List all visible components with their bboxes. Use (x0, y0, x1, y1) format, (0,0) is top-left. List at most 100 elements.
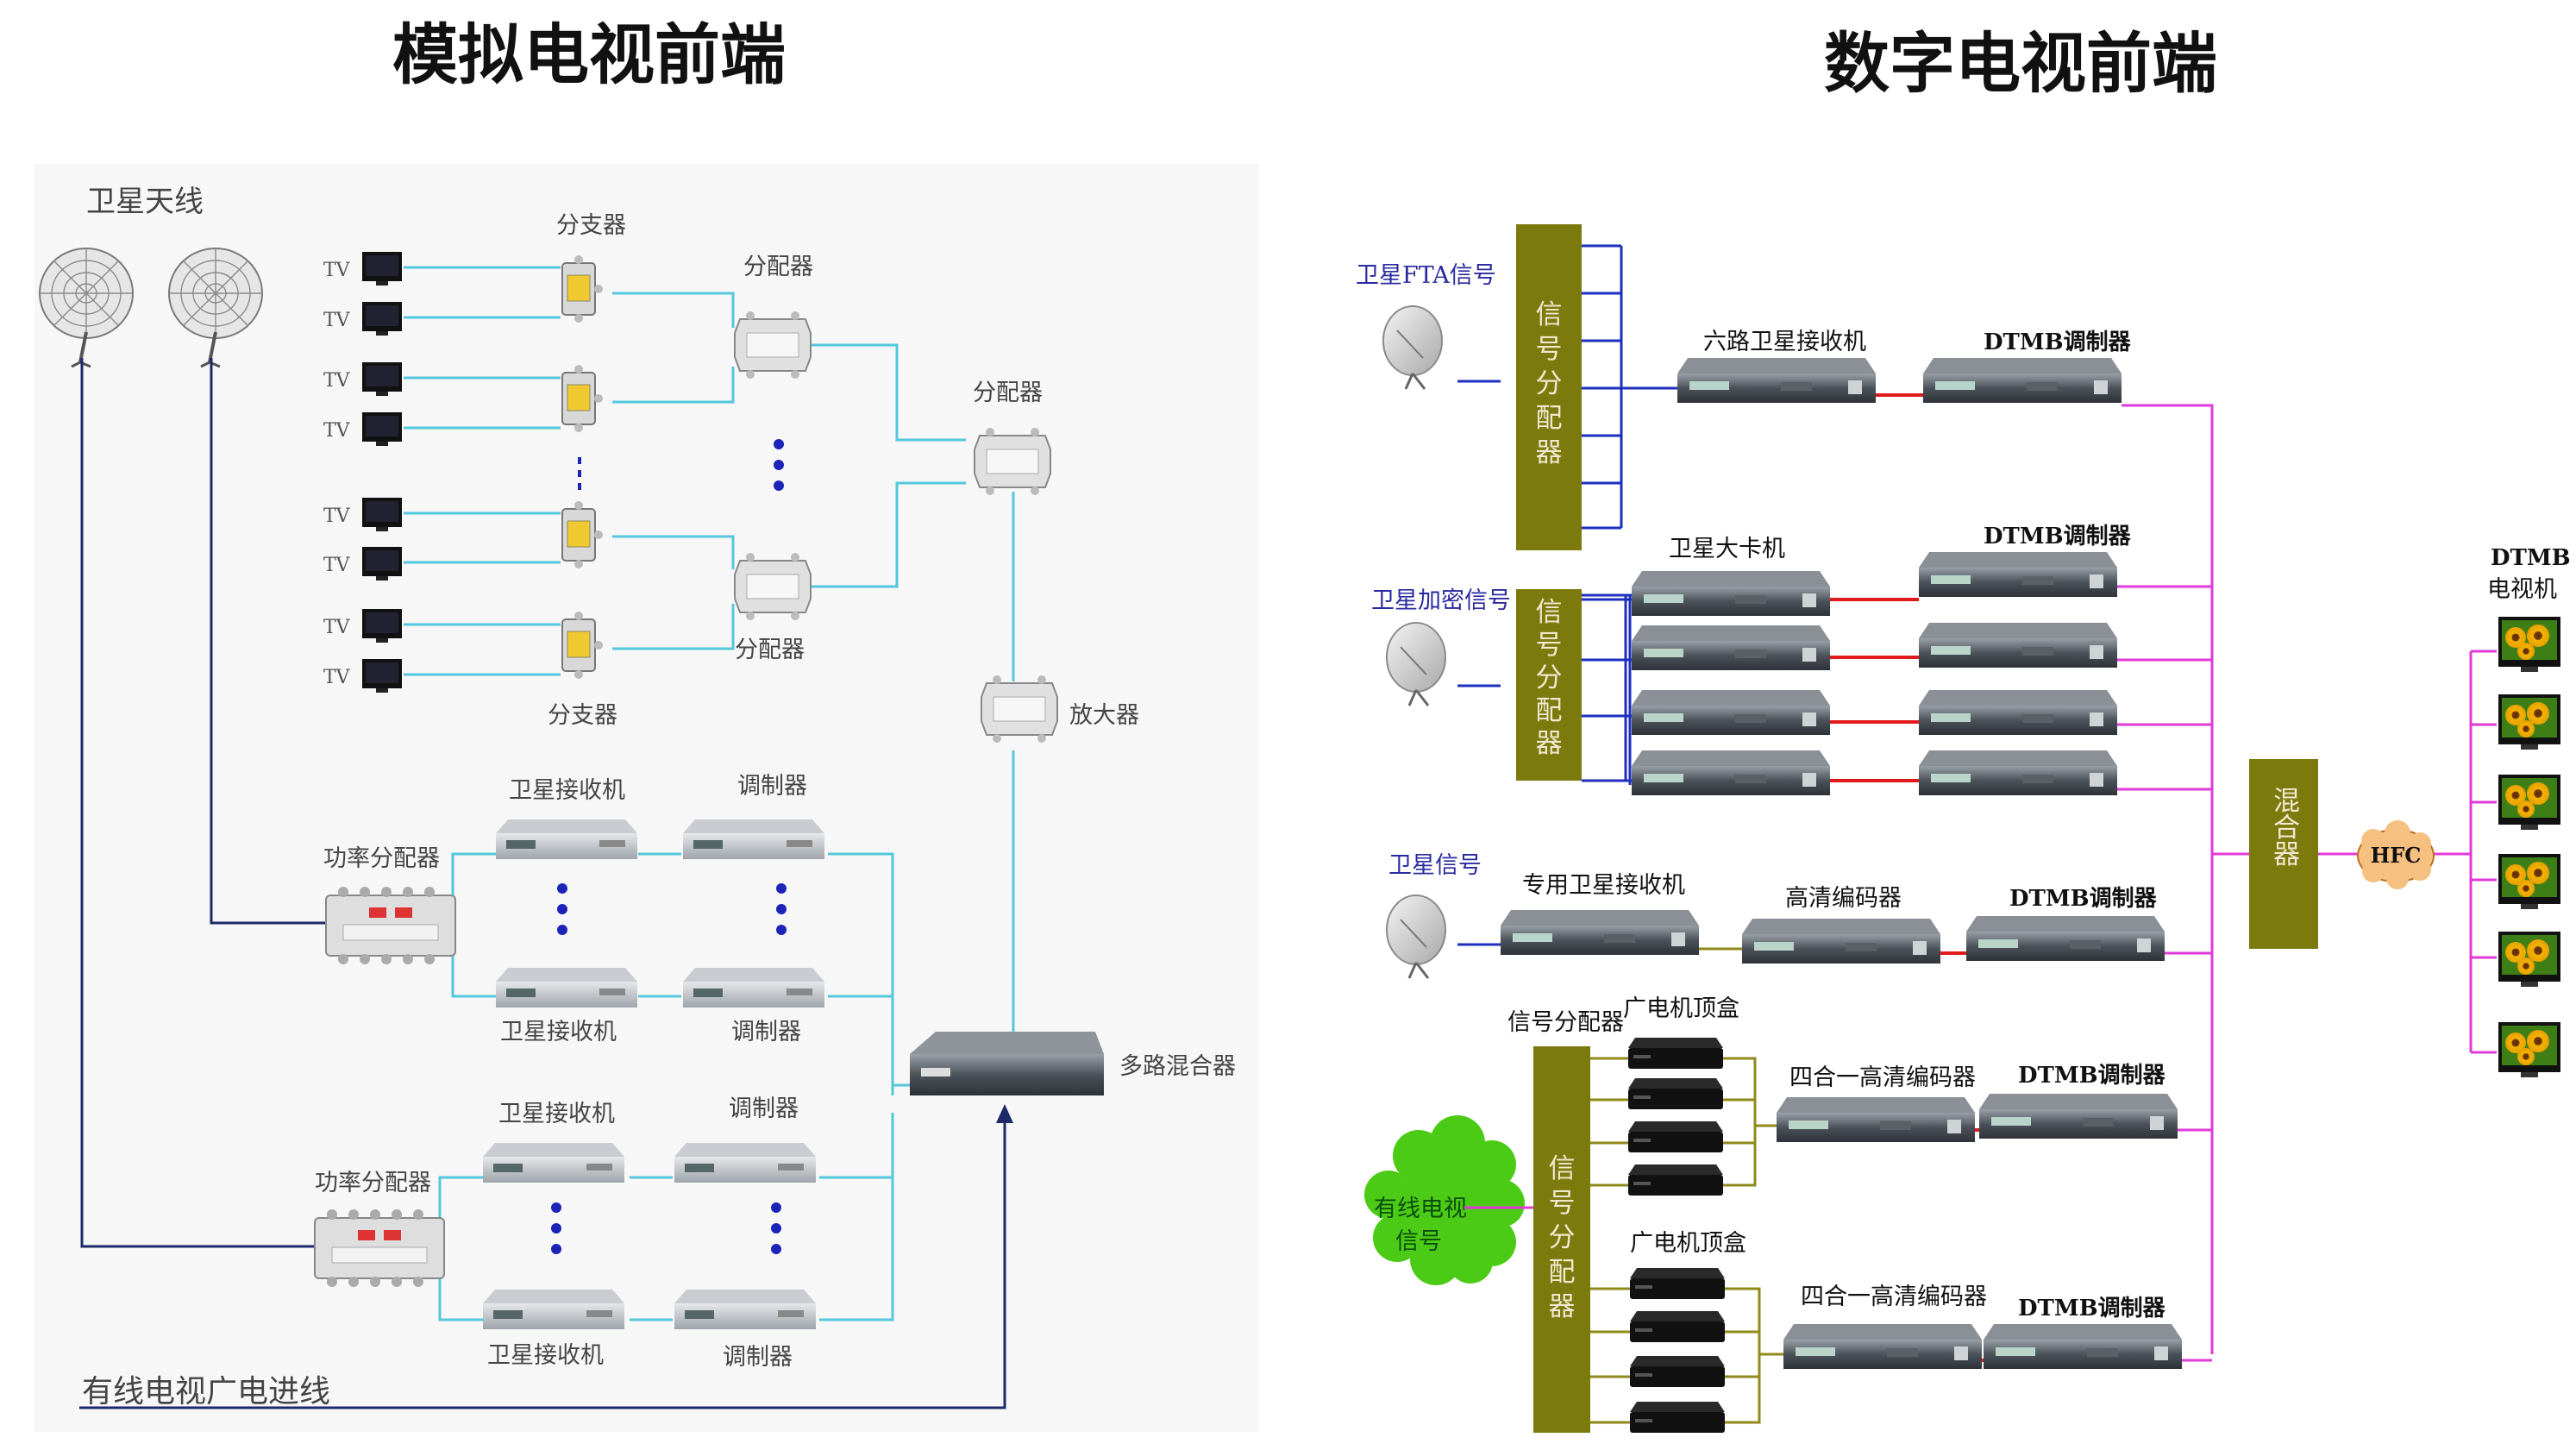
four-in-one-encoder-icon (1783, 1324, 1982, 1369)
svg-text:信: 信 (1536, 597, 1563, 628)
svg-text:配: 配 (1536, 403, 1563, 434)
set-top-box-icon (1630, 1402, 1725, 1433)
receiver-label: 卫星接收机 (500, 1019, 617, 1045)
receiver-label: 卫星接收机 (509, 777, 625, 804)
set-top-box-icon (1628, 1078, 1723, 1109)
more-receivers-dots (551, 1202, 561, 1254)
tv-column: TV TV TV TV TV TV TV TV (323, 252, 402, 693)
set-top-box-icon (1630, 1356, 1725, 1387)
dtmb-tv-label-line2: 电视机 (2487, 576, 2557, 603)
set-top-box-icon (1628, 1164, 1723, 1196)
tv-label: TV (323, 310, 351, 331)
splitter-box-label: 信号分配器 (1507, 1009, 1624, 1036)
power-splitter-label-2: 功率分配器 (315, 1170, 431, 1196)
tv-icon (362, 252, 402, 286)
dtmb-modulator-label: DTMB调制器 (2018, 1063, 2166, 1089)
hfc-cloud-icon: HFC (2357, 820, 2435, 889)
dtmb-modulator-label: DTMB调制器 (1984, 330, 2132, 355)
dtmb-modulator-icon (1919, 552, 2117, 597)
splitter-label-bottom: 分配器 (735, 637, 805, 663)
signal-splitter-box-1: 信 号 分 配 器 (1516, 224, 1582, 550)
coax-cables (404, 266, 1015, 1321)
dtmb-modulator-label: DTMB调制器 (2018, 1296, 2166, 1321)
receiver-device-icon (483, 1290, 624, 1329)
olive-links (1590, 947, 1783, 1424)
receiver-device-icon (496, 819, 637, 859)
modulator-label: 调制器 (723, 1344, 793, 1371)
dedicated-receiver-label: 专用卫星接收机 (1522, 872, 1685, 899)
svg-text:混合器: 混合器 (2268, 787, 2300, 867)
sat-encrypted-label: 卫星加密信号 (1371, 587, 1511, 614)
modulator-label: 调制器 (737, 773, 807, 800)
analog-background (34, 164, 1259, 1432)
dtmb-modulator-icon (1966, 916, 2165, 961)
svg-text:号: 号 (1549, 1188, 1576, 1219)
dtmb-modulator-label: DTMB调制器 (1984, 524, 2132, 549)
sat-fta-label: 卫星FTA信号 (1356, 262, 1496, 289)
hd-encoder-label: 高清编码器 (1785, 885, 1902, 912)
six-way-receiver-label: 六路卫星接收机 (1703, 329, 1866, 355)
svg-text:号: 号 (1536, 334, 1563, 365)
receiver-device-icon (1632, 750, 1830, 795)
tv-label: TV (323, 617, 351, 638)
modulator-device-icon (683, 968, 824, 1007)
splitter-label-right: 分配器 (973, 380, 1043, 406)
dtmb-modulator-label: DTMB调制器 (2009, 886, 2158, 912)
four-in-one-encoder-label: 四合一高清编码器 (1789, 1064, 1976, 1091)
tv-icon (362, 547, 402, 581)
more-modulators-dots (776, 883, 787, 935)
power-splitter-icon (314, 1208, 445, 1288)
power-splitter-label-1: 功率分配器 (323, 845, 440, 872)
modulator-label: 调制器 (731, 1019, 801, 1045)
tv-label: TV (323, 505, 351, 527)
more-receivers-dots (557, 883, 567, 935)
receiver-device-icon (1632, 625, 1830, 670)
modulator-device-icon (674, 1143, 816, 1183)
svg-text:信号: 信号 (1395, 1228, 1442, 1255)
hd-encoder-icon (1742, 919, 1940, 964)
four-in-one-encoder-label: 四合一高清编码器 (1801, 1284, 1987, 1310)
more-splitters-dots (774, 439, 784, 491)
tap-label-bottom: 分支器 (548, 702, 617, 729)
dtmb-tv-icon (2498, 775, 2560, 830)
tap-label-top: 分支器 (556, 212, 626, 239)
cable-signal-cloud-icon: 有线电视 信号 (1364, 1115, 1525, 1285)
power-splitter-icon (325, 886, 456, 965)
tv-label: TV (323, 555, 351, 576)
dtmb-modulator-icon (1919, 690, 2117, 735)
satellite-antenna-label: 卫星天线 (86, 185, 204, 219)
splitter-device-icon (734, 311, 812, 380)
receiver-label: 卫星接收机 (498, 1101, 615, 1127)
svg-text:分: 分 (1536, 662, 1563, 694)
combiner-device-icon (910, 1032, 1104, 1095)
svg-text:器: 器 (1536, 437, 1563, 468)
svg-text:分: 分 (1549, 1222, 1576, 1253)
tv-icon (362, 609, 402, 643)
combiner-label: 多路混合器 (1119, 1053, 1236, 1080)
satellite-dish-icon (1385, 621, 1447, 707)
modulator-label: 调制器 (729, 1095, 799, 1122)
modulator-device-icon (683, 819, 824, 859)
amplifier-label: 放大器 (1069, 702, 1139, 729)
receiver-device-icon (1632, 690, 1830, 735)
dtmb-modulator-icon (1979, 1094, 2178, 1139)
digital-section: 数字电视前端 信 号 分 配 器 信 号 分 配 器 信 号 分 配 器 (1356, 25, 2571, 1433)
set-top-box-icon (1628, 1121, 1723, 1152)
antenna-cables (79, 358, 1006, 1409)
dtmb-tv-icon (2498, 854, 2560, 909)
magenta-links (1464, 404, 2497, 1362)
tv-icon (362, 498, 402, 531)
signal-splitter-box-2: 信 号 分 配 器 (1516, 589, 1582, 781)
sat-card-receiver-label: 卫星大卡机 (1669, 536, 1785, 562)
receiver-device-icon (496, 968, 637, 1007)
svg-text:器: 器 (1549, 1291, 1576, 1322)
svg-text:HFC: HFC (2371, 843, 2422, 868)
svg-text:配: 配 (1549, 1257, 1576, 1288)
mixer-box: 混合器 (2249, 759, 2318, 949)
svg-text:器: 器 (1536, 728, 1563, 759)
dtmb-tv-icon (2498, 617, 2560, 672)
svg-text:信: 信 (1549, 1153, 1576, 1184)
dtmb-tv-icon (2498, 1022, 2560, 1077)
more-taps-dots (578, 457, 581, 490)
dtmb-tv-icon (2498, 932, 2560, 987)
